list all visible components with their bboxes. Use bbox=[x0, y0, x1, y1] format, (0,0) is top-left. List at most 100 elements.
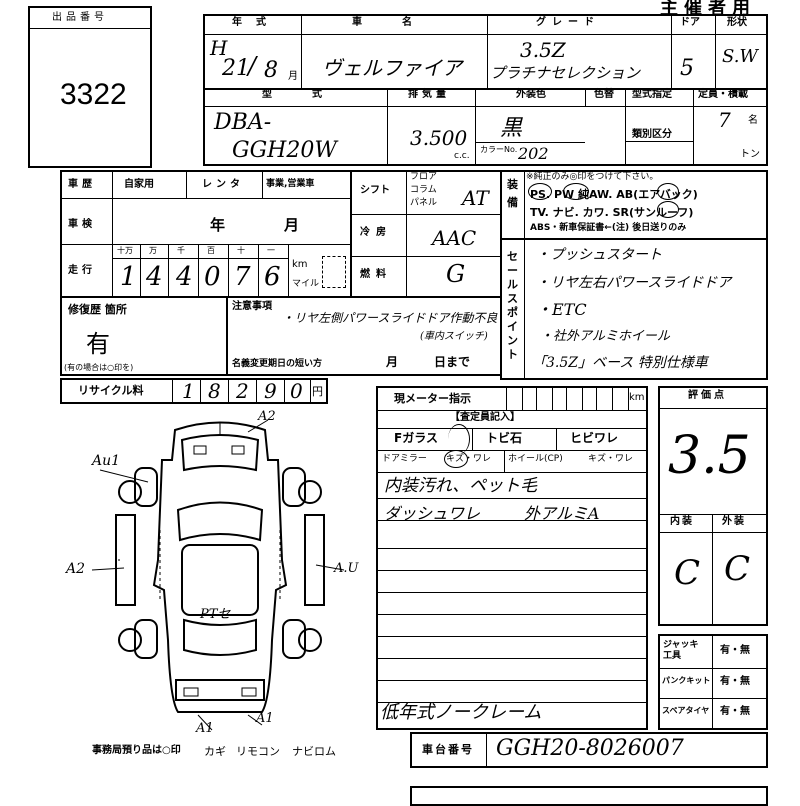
year-slash: / bbox=[248, 52, 257, 80]
chassis-label: 車台番号 bbox=[422, 743, 474, 756]
check-chip: トビ石 bbox=[486, 431, 523, 445]
accessory-jack-label: ジャッキ工具 bbox=[663, 640, 699, 661]
exterior-grade: C bbox=[724, 549, 751, 589]
recycle-digit: 0 bbox=[290, 379, 303, 403]
color-no-label: カラーNo. bbox=[480, 145, 518, 154]
accessory-jack-value: 有・無 bbox=[720, 645, 750, 656]
month-unit: 月 bbox=[288, 71, 298, 82]
color-no-value: 202 bbox=[518, 144, 549, 163]
ton-unit: トン bbox=[740, 149, 760, 160]
digit-header: 万 bbox=[149, 246, 157, 255]
grade-score: 3.5 bbox=[668, 426, 751, 486]
ps-circle bbox=[528, 183, 552, 200]
chassis-value: GGH20-8026007 bbox=[496, 736, 684, 761]
remark-line: 低年式ノークレーム bbox=[380, 702, 542, 723]
doors-label: ドア bbox=[680, 17, 700, 28]
shift-opt-column: コラム bbox=[410, 185, 437, 195]
inspection-label: 車検 bbox=[68, 219, 96, 230]
equipment-row2: TV. ナビ. カワ. SR(サンルーフ) bbox=[530, 206, 694, 219]
bottom-box bbox=[410, 786, 768, 806]
pw-circle bbox=[563, 183, 589, 200]
damage-mark: PTセ bbox=[200, 607, 231, 622]
grade-label: 評価点 bbox=[688, 390, 727, 401]
ab-circle bbox=[657, 183, 679, 200]
chassis-box bbox=[410, 732, 768, 768]
notes-box bbox=[226, 296, 502, 376]
equipment-row3: ABS・新車保証書←(注) 後日送りのみ bbox=[530, 223, 687, 233]
displacement-value: 3.500 bbox=[410, 126, 468, 150]
check-f-glass: Fガラス bbox=[394, 431, 438, 445]
shape-label: 形状 bbox=[727, 17, 747, 28]
interior-label: 内装 bbox=[670, 516, 694, 527]
cc-unit: c.c. bbox=[454, 151, 470, 161]
fuel-value: G bbox=[446, 260, 466, 288]
inspection-month-unit: 月 bbox=[284, 216, 300, 234]
mileage-digit-headers: 十万 万 千 百 十 一 bbox=[111, 246, 287, 258]
repair-label: 修復歴 箇所 bbox=[68, 303, 127, 316]
meter-unit: km bbox=[629, 392, 645, 403]
check-wheel: ホイール(CP) bbox=[508, 454, 563, 464]
diagram-item-remote: リモコン bbox=[236, 745, 280, 758]
shift-label: シフト bbox=[360, 185, 390, 196]
diagram-footer: 事務局預り品は○印 bbox=[92, 745, 181, 756]
grade-line1: 3.5Z bbox=[520, 38, 566, 62]
mile-checkbox bbox=[322, 256, 346, 288]
vehicle-info-table bbox=[203, 14, 768, 166]
damage-mark: A.U bbox=[334, 561, 359, 576]
grade-line2: プラチナセレクション bbox=[490, 64, 641, 82]
inspection-year-unit: 年 bbox=[210, 216, 226, 234]
damage-mark: A2 bbox=[258, 409, 276, 424]
expiry-month: 月 bbox=[386, 355, 399, 369]
inspector-label: 【査定員記入】 bbox=[450, 412, 520, 423]
history-opt-business: 事業,営業車 bbox=[266, 179, 315, 189]
history-label: 車歴 bbox=[68, 179, 96, 190]
fuel-label: 燃料 bbox=[360, 269, 392, 280]
damage-mark: A2 bbox=[66, 561, 86, 577]
lot-number-label: 出品番号 bbox=[52, 12, 108, 23]
recycle-digit: 1 bbox=[182, 379, 195, 403]
recycle-digit: 9 bbox=[264, 379, 277, 403]
digit-header: 十万 bbox=[117, 246, 133, 255]
recycle-unit: 円 bbox=[312, 385, 323, 398]
sales-point: 「3.5Z」ベース 特別仕様車 bbox=[532, 355, 708, 371]
sales-point: ・社外アルミホイール bbox=[540, 329, 670, 344]
mileage-label: 走行 bbox=[68, 265, 96, 276]
capacity-unit: 名 bbox=[748, 115, 758, 126]
sales-points-label: セールスポイント bbox=[507, 250, 518, 361]
remark-line: 外アルミA bbox=[524, 504, 600, 523]
month-value: 8 bbox=[264, 58, 278, 83]
vehicle-name: ヴェルファイア bbox=[322, 56, 462, 80]
mileage-digit: 1 bbox=[120, 262, 137, 292]
doors-value: 5 bbox=[680, 56, 694, 81]
capacity-value: 7 bbox=[718, 108, 731, 132]
lot-number-box: 出品番号 3322 bbox=[28, 6, 152, 168]
mileage-digit: 0 bbox=[204, 262, 221, 292]
remark-line: 内装汚れ、ペット毛 bbox=[384, 476, 538, 496]
diagram-item-key: カギ bbox=[204, 745, 226, 758]
interior-grade: C bbox=[674, 553, 701, 593]
meter-label: 現メーター指示 bbox=[394, 392, 471, 405]
damage-mark: Au1 bbox=[92, 453, 121, 469]
inspector-box bbox=[376, 386, 648, 730]
repair-note: (有の場合は○印を) bbox=[64, 363, 134, 372]
mileage-digit: 7 bbox=[234, 262, 251, 292]
model-label: 型式 bbox=[262, 89, 362, 100]
model-line1: DBA- bbox=[214, 110, 272, 135]
check-mirror-damage: キズ・ワレ bbox=[446, 454, 492, 464]
km-unit: km bbox=[292, 259, 308, 270]
equipment-label: 装備 bbox=[507, 178, 518, 209]
mileage-digit: 4 bbox=[146, 262, 163, 292]
grade-label: グレード bbox=[536, 17, 600, 28]
expiry-label: 名義変更期日の短い方 bbox=[232, 359, 323, 369]
accessory-puncture-label: パンクキット bbox=[662, 676, 711, 685]
remark-line: ダッシュワレ bbox=[384, 504, 481, 523]
check-crack: ヒビワレ bbox=[570, 431, 619, 445]
displacement-label: 排気量 bbox=[408, 89, 450, 100]
notes-label: 注意事項 bbox=[232, 301, 272, 312]
recycle-digit: 2 bbox=[236, 379, 249, 403]
expiry-day: 日まで bbox=[434, 355, 471, 369]
notes-text: ・リヤ左側パワースライドドア作動不良 bbox=[282, 311, 498, 325]
year-value: 21 bbox=[222, 56, 250, 81]
repair-value: 有 bbox=[86, 330, 110, 358]
